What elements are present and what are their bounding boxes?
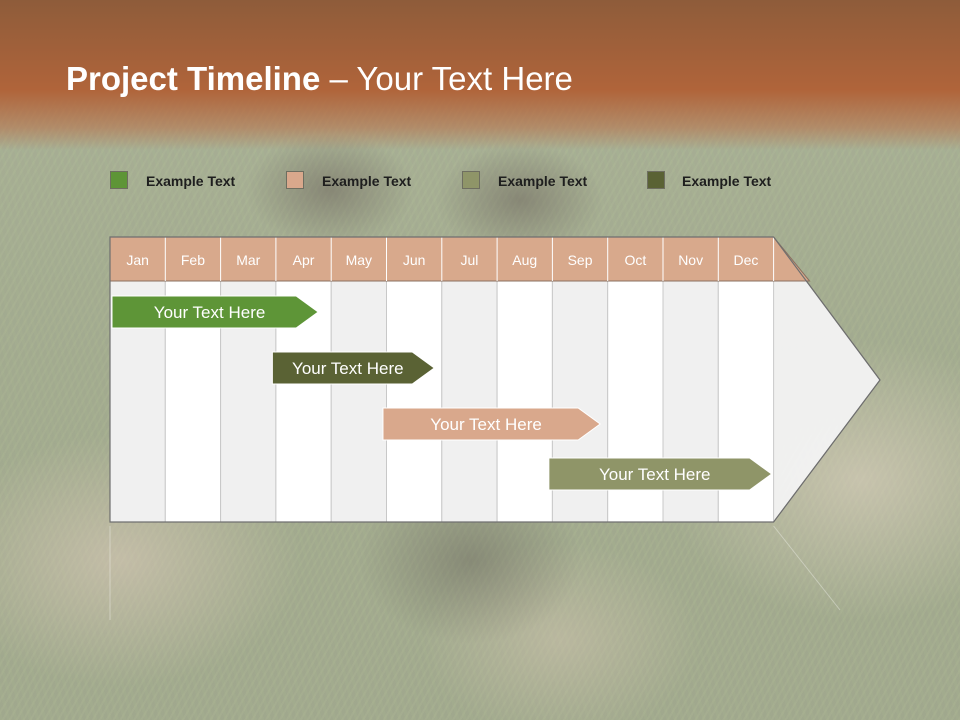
month-label: Jun (403, 252, 426, 268)
title-banner (0, 0, 960, 150)
task-bar (548, 457, 773, 491)
month-label: Nov (678, 252, 703, 268)
timeline-arrow-outline (109, 236, 881, 523)
task-bar (271, 351, 436, 385)
month-label: Oct (624, 252, 646, 268)
legend-label: Example Text (146, 173, 236, 189)
month-column (496, 280, 553, 523)
month-column (330, 280, 388, 523)
legend-label: Example Text (322, 173, 412, 189)
task-label: Your Text Here (154, 303, 266, 322)
month-column (441, 280, 498, 523)
month-label: Sep (568, 252, 593, 268)
legend-swatch (647, 171, 665, 189)
legend-swatch (286, 171, 304, 189)
month-label: Mar (236, 252, 260, 268)
task-label: Your Text Here (292, 359, 404, 378)
task-label: Your Text Here (430, 415, 542, 434)
month-label: Jul (460, 252, 478, 268)
month-label: Dec (733, 252, 758, 268)
legend-swatch (462, 171, 480, 189)
page-title: Project Timeline – Your Text Here (66, 60, 573, 98)
task-label: Your Text Here (599, 465, 711, 484)
month-label: May (346, 252, 372, 268)
month-label: Feb (181, 252, 205, 268)
legend-label: Example Text (498, 173, 588, 189)
task-bar (111, 295, 319, 329)
legend-label: Example Text (682, 173, 772, 189)
month-label: Aug (512, 252, 537, 268)
title-rest: – Your Text Here (320, 60, 573, 97)
month-label: Apr (293, 252, 315, 268)
reflection-line (773, 525, 841, 611)
legend-swatch (110, 171, 128, 189)
month-label: Jan (126, 252, 149, 268)
month-column (386, 280, 443, 523)
title-bold: Project Timeline (66, 60, 321, 97)
task-bar (382, 407, 602, 441)
